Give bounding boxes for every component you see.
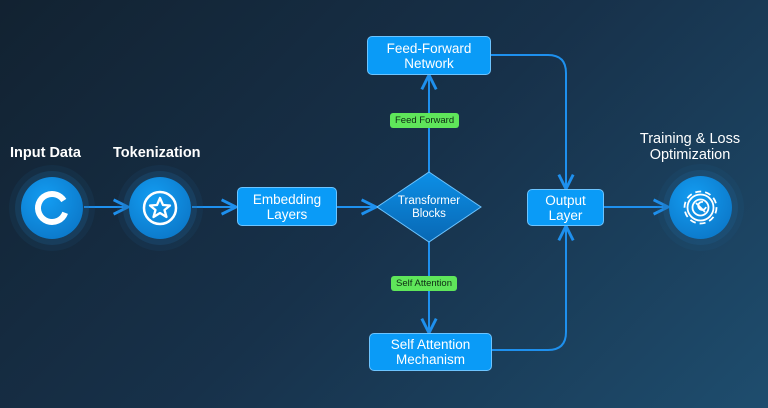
input-data-title: Input Data: [10, 145, 81, 161]
node-label: Layers: [266, 206, 308, 222]
node-label: Embedding: [252, 191, 322, 207]
edge-feedforward-output: [491, 54, 566, 189]
node-label: Layer: [548, 207, 583, 223]
star-icon: [142, 190, 178, 226]
feed-forward-edge-label: Feed Forward: [390, 113, 460, 128]
transformer-diamond: [376, 171, 482, 243]
node-label: Self Attention: [390, 337, 471, 352]
node-label: Feed-Forward: [386, 40, 472, 56]
tokenization-node[interactable]: [129, 177, 191, 239]
ring-icon: [35, 191, 69, 225]
tokenization-title: Tokenization: [113, 145, 201, 161]
self-attention-edge-label: Self Attention: [391, 276, 457, 291]
node-label: Network: [404, 55, 454, 71]
title-line: Training & Loss: [639, 131, 741, 147]
training-node[interactable]: [669, 176, 732, 239]
node-label: Output: [545, 192, 586, 208]
node-label: Blocks: [412, 208, 446, 220]
edge-selfattention-output: [492, 226, 566, 351]
node-label: Mechanism: [395, 352, 466, 367]
gear-wrench-icon: [683, 190, 718, 225]
input-data-node[interactable]: [21, 177, 83, 239]
node-label: Transformer: [397, 195, 461, 207]
title-line: Optimization: [649, 147, 731, 163]
